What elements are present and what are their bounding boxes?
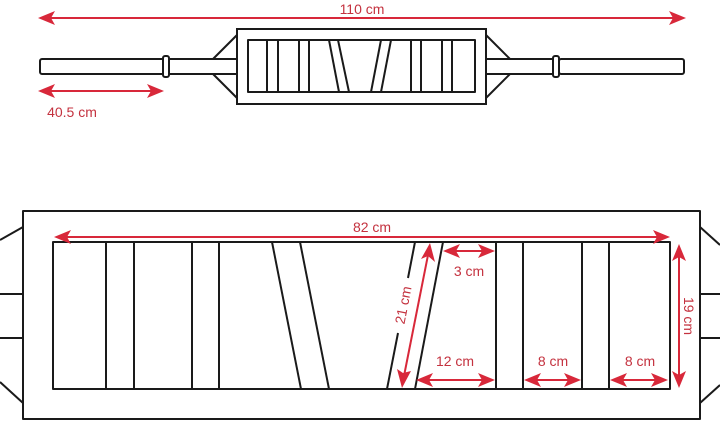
right-shaft bbox=[485, 58, 555, 75]
detail-outer-frame bbox=[22, 210, 701, 420]
detail-inner-frame bbox=[52, 241, 671, 390]
right-sleeve bbox=[558, 58, 685, 75]
left-shaft bbox=[168, 58, 238, 75]
sleeve-length-label: 40.5 cm bbox=[47, 104, 97, 120]
top-inner-frame bbox=[247, 39, 476, 93]
overall-length-label: 110 cm bbox=[340, 1, 385, 17]
left-sleeve bbox=[39, 58, 166, 75]
left-bracket-top bbox=[212, 34, 238, 60]
right-bracket-top bbox=[485, 34, 511, 60]
inner-width-label: 82 cm bbox=[353, 219, 391, 235]
angled-grip-gap-label: 3 cm bbox=[454, 263, 484, 279]
detail-view: 82 cm 19 cm 21 cm 3 cm 12 cm 8 cm 8 cm bbox=[0, 210, 720, 420]
inner-height-label: 19 cm bbox=[681, 297, 697, 335]
angled-grip-spacing-label: 12 cm bbox=[436, 353, 474, 369]
grip-spacing-label-1: 8 cm bbox=[538, 353, 568, 369]
left-bracket-bottom bbox=[212, 73, 238, 99]
angled-grip-length-label: 21 cm bbox=[392, 285, 415, 325]
right-bracket-bottom bbox=[485, 73, 511, 99]
top-view: 110 cm 40.5 cm bbox=[38, 1, 686, 120]
angled-grip-length-arrow bbox=[402, 249, 430, 382]
grip-spacing-label-2: 8 cm bbox=[625, 353, 655, 369]
